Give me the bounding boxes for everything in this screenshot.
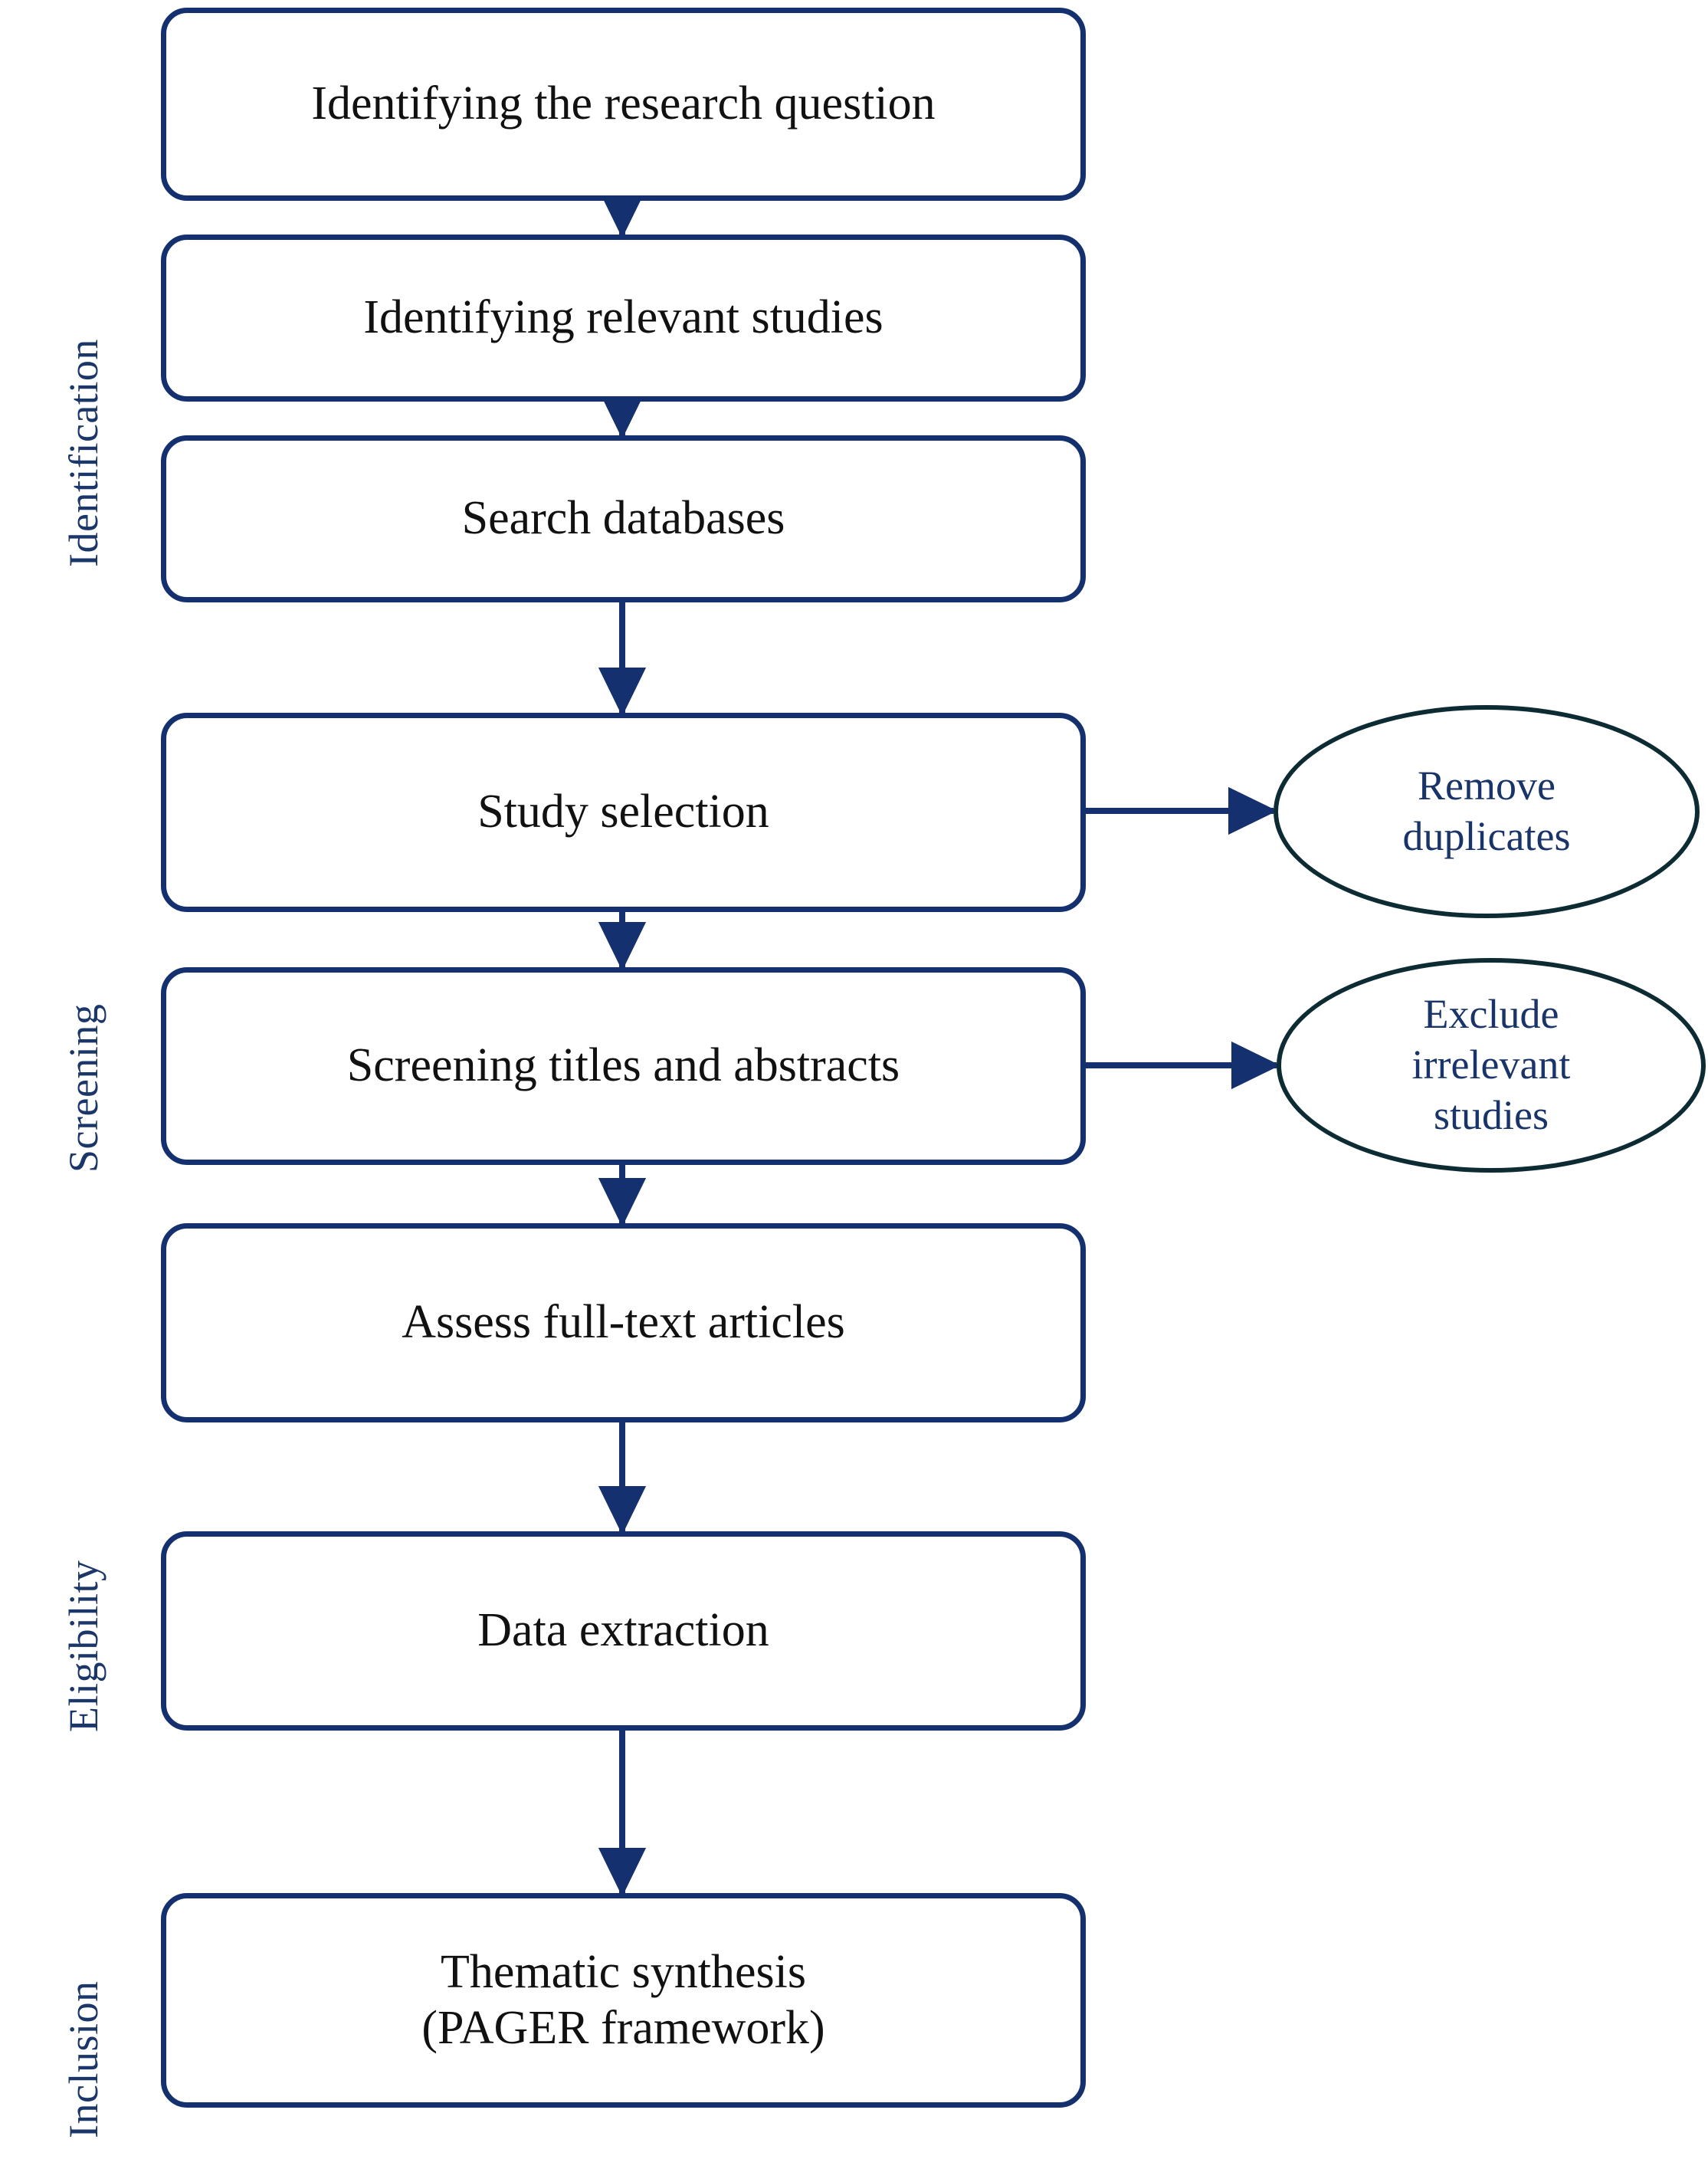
step-label: Assess full-text articles xyxy=(402,1296,845,1349)
step-box-identify-relevant-studies[interactable]: Identifying relevant studies xyxy=(161,235,1086,402)
step-box-data-extraction[interactable]: Data extraction xyxy=(161,1531,1086,1731)
side-node-line2: duplicates xyxy=(1402,813,1571,859)
stage-label-identification: Identification xyxy=(61,339,107,567)
step-box-screening-titles-abstracts[interactable]: Screening titles and abstracts xyxy=(161,967,1086,1165)
step-box-study-selection[interactable]: Study selection xyxy=(161,713,1086,912)
side-node-label: Exclude irrelevant studies xyxy=(1382,989,1601,1141)
step-box-search-databases[interactable]: Search databases xyxy=(161,435,1086,602)
step-label: Identifying relevant studies xyxy=(363,291,884,344)
stage-label-inclusion: Inclusion xyxy=(61,1980,107,2138)
side-node-line3: studies xyxy=(1433,1091,1549,1138)
stage-label-eligibility: Eligibility xyxy=(61,1560,107,1732)
step-box-assess-full-text-articles[interactable]: Assess full-text articles xyxy=(161,1223,1086,1422)
stage-label-screening: Screening xyxy=(61,1003,107,1173)
side-node-remove-duplicates[interactable]: Remove duplicates xyxy=(1274,705,1700,918)
step-label-line2: (PAGER framework) xyxy=(421,2002,825,2054)
side-node-label: Remove duplicates xyxy=(1372,761,1601,862)
step-label: Search databases xyxy=(461,492,785,545)
side-node-line1: Exclude xyxy=(1423,991,1559,1038)
step-box-thematic-synthesis[interactable]: Thematic synthesis (PAGER framework) xyxy=(161,1893,1086,2108)
step-label: Study selection xyxy=(477,786,769,838)
step-box-identify-research-question[interactable]: Identifying the research question xyxy=(161,8,1086,201)
side-node-line2: irrelevant xyxy=(1411,1042,1571,1088)
step-label: Data extraction xyxy=(477,1604,769,1657)
step-label-multiline: Thematic synthesis (PAGER framework) xyxy=(403,1944,843,2056)
side-node-line1: Remove xyxy=(1418,763,1556,809)
step-label-line1: Thematic synthesis xyxy=(441,1945,806,1998)
step-label: Identifying the research question xyxy=(311,77,936,130)
side-node-exclude-irrelevant-studies[interactable]: Exclude irrelevant studies xyxy=(1277,958,1706,1173)
step-label: Screening titles and abstracts xyxy=(346,1039,900,1092)
